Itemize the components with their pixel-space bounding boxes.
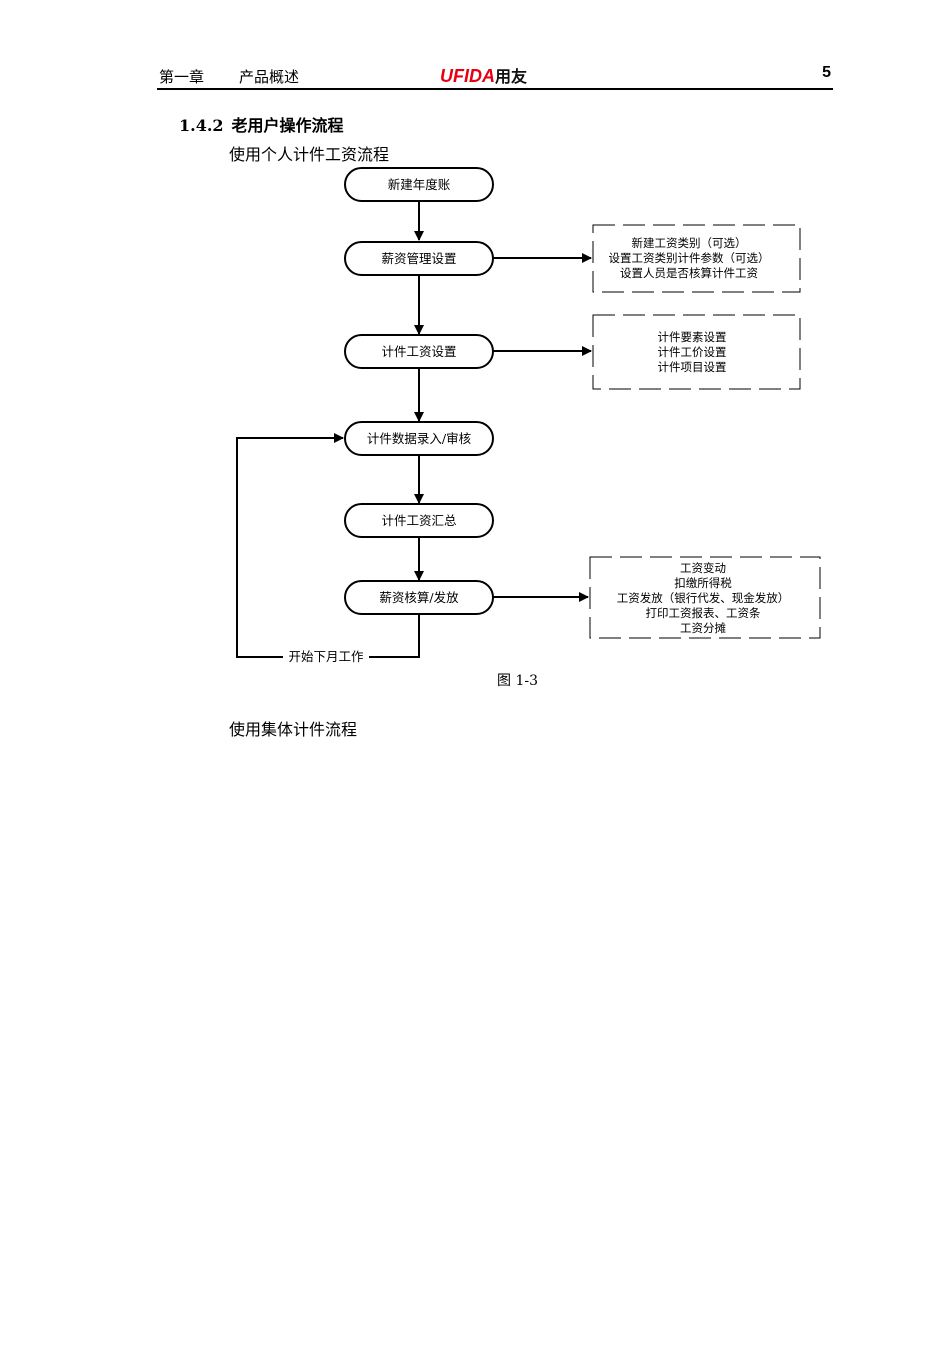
svg-text:新建工资类别（可选）: 新建工资类别（可选）: [632, 236, 747, 250]
loop-label: 开始下月工作: [288, 649, 364, 664]
paragraph-individual-flow: 使用个人计件工资流程: [229, 145, 390, 164]
svg-text:薪资核算/发放: 薪资核算/发放: [379, 590, 459, 605]
header-section: 产品概述: [239, 68, 300, 86]
svg-text:新建年度账: 新建年度账: [388, 177, 451, 192]
flowchart: 开始下月工作 新建年度账 薪资管理设置 计件工资设置 计件数据录入/审核 计件工…: [236, 167, 821, 666]
svg-text:计件工价设置: 计件工价设置: [658, 345, 727, 359]
svg-text:计件工资汇总: 计件工资汇总: [381, 513, 456, 528]
section-number: 1.4.2: [179, 116, 224, 135]
paragraph-collective-flow: 使用集体计件流程: [229, 720, 358, 739]
svg-text:计件项目设置: 计件项目设置: [658, 360, 727, 374]
ufida-logo: UFIDA用友: [440, 63, 527, 87]
node-salary-setup: 薪资管理设置: [344, 241, 494, 276]
note-salary-setup: 新建工资类别（可选） 设置工资类别计件参数（可选） 设置人员是否核算计件工资: [592, 224, 801, 293]
svg-text:计件数据录入/审核: 计件数据录入/审核: [367, 431, 472, 446]
node-piece-wage-setup: 计件工资设置: [344, 334, 494, 369]
svg-text:设置工资类别计件参数（可选）: 设置工资类别计件参数（可选）: [609, 251, 770, 265]
page-number: 5: [822, 64, 831, 81]
node-new-year-account: 新建年度账: [344, 167, 494, 202]
note-piece-setup: 计件要素设置 计件工价设置 计件项目设置: [592, 314, 801, 390]
header-chapter: 第一章: [159, 68, 205, 86]
figure-caption: 图 1-3: [497, 673, 538, 689]
loop-line: [236, 433, 420, 658]
logo-cn: 用友: [495, 69, 528, 86]
node-payroll-calc: 薪资核算/发放: [344, 580, 494, 615]
svg-text:设置人员是否核算计件工资: 设置人员是否核算计件工资: [620, 266, 758, 280]
svg-text:薪资管理设置: 薪资管理设置: [381, 251, 456, 266]
svg-text:计件要素设置: 计件要素设置: [658, 330, 727, 344]
logo-latin: UFIDA: [440, 66, 495, 86]
svg-text:打印工资报表、工资条: 打印工资报表、工资条: [646, 606, 761, 620]
section-title: 老用户操作流程: [231, 116, 344, 135]
header-rule: [157, 88, 833, 90]
svg-text:工资发放（银行代发、现金发放）: 工资发放（银行代发、现金发放）: [617, 591, 790, 605]
svg-text:工资分摊: 工资分摊: [680, 621, 726, 635]
section-heading: 1.4.2 老用户操作流程: [179, 112, 344, 136]
svg-text:工资变动: 工资变动: [680, 561, 726, 575]
node-piece-data-entry: 计件数据录入/审核: [344, 421, 494, 456]
svg-text:计件工资设置: 计件工资设置: [381, 344, 456, 359]
note-payroll: 工资变动 扣缴所得税 工资发放（银行代发、现金发放） 打印工资报表、工资条 工资…: [589, 556, 821, 639]
page-header: 第一章 产品概述 UFIDA用友 5: [157, 62, 833, 88]
loop-label-bg: [283, 648, 369, 666]
svg-text:扣缴所得税: 扣缴所得税: [674, 576, 732, 590]
node-piece-wage-summary: 计件工资汇总: [344, 503, 494, 538]
